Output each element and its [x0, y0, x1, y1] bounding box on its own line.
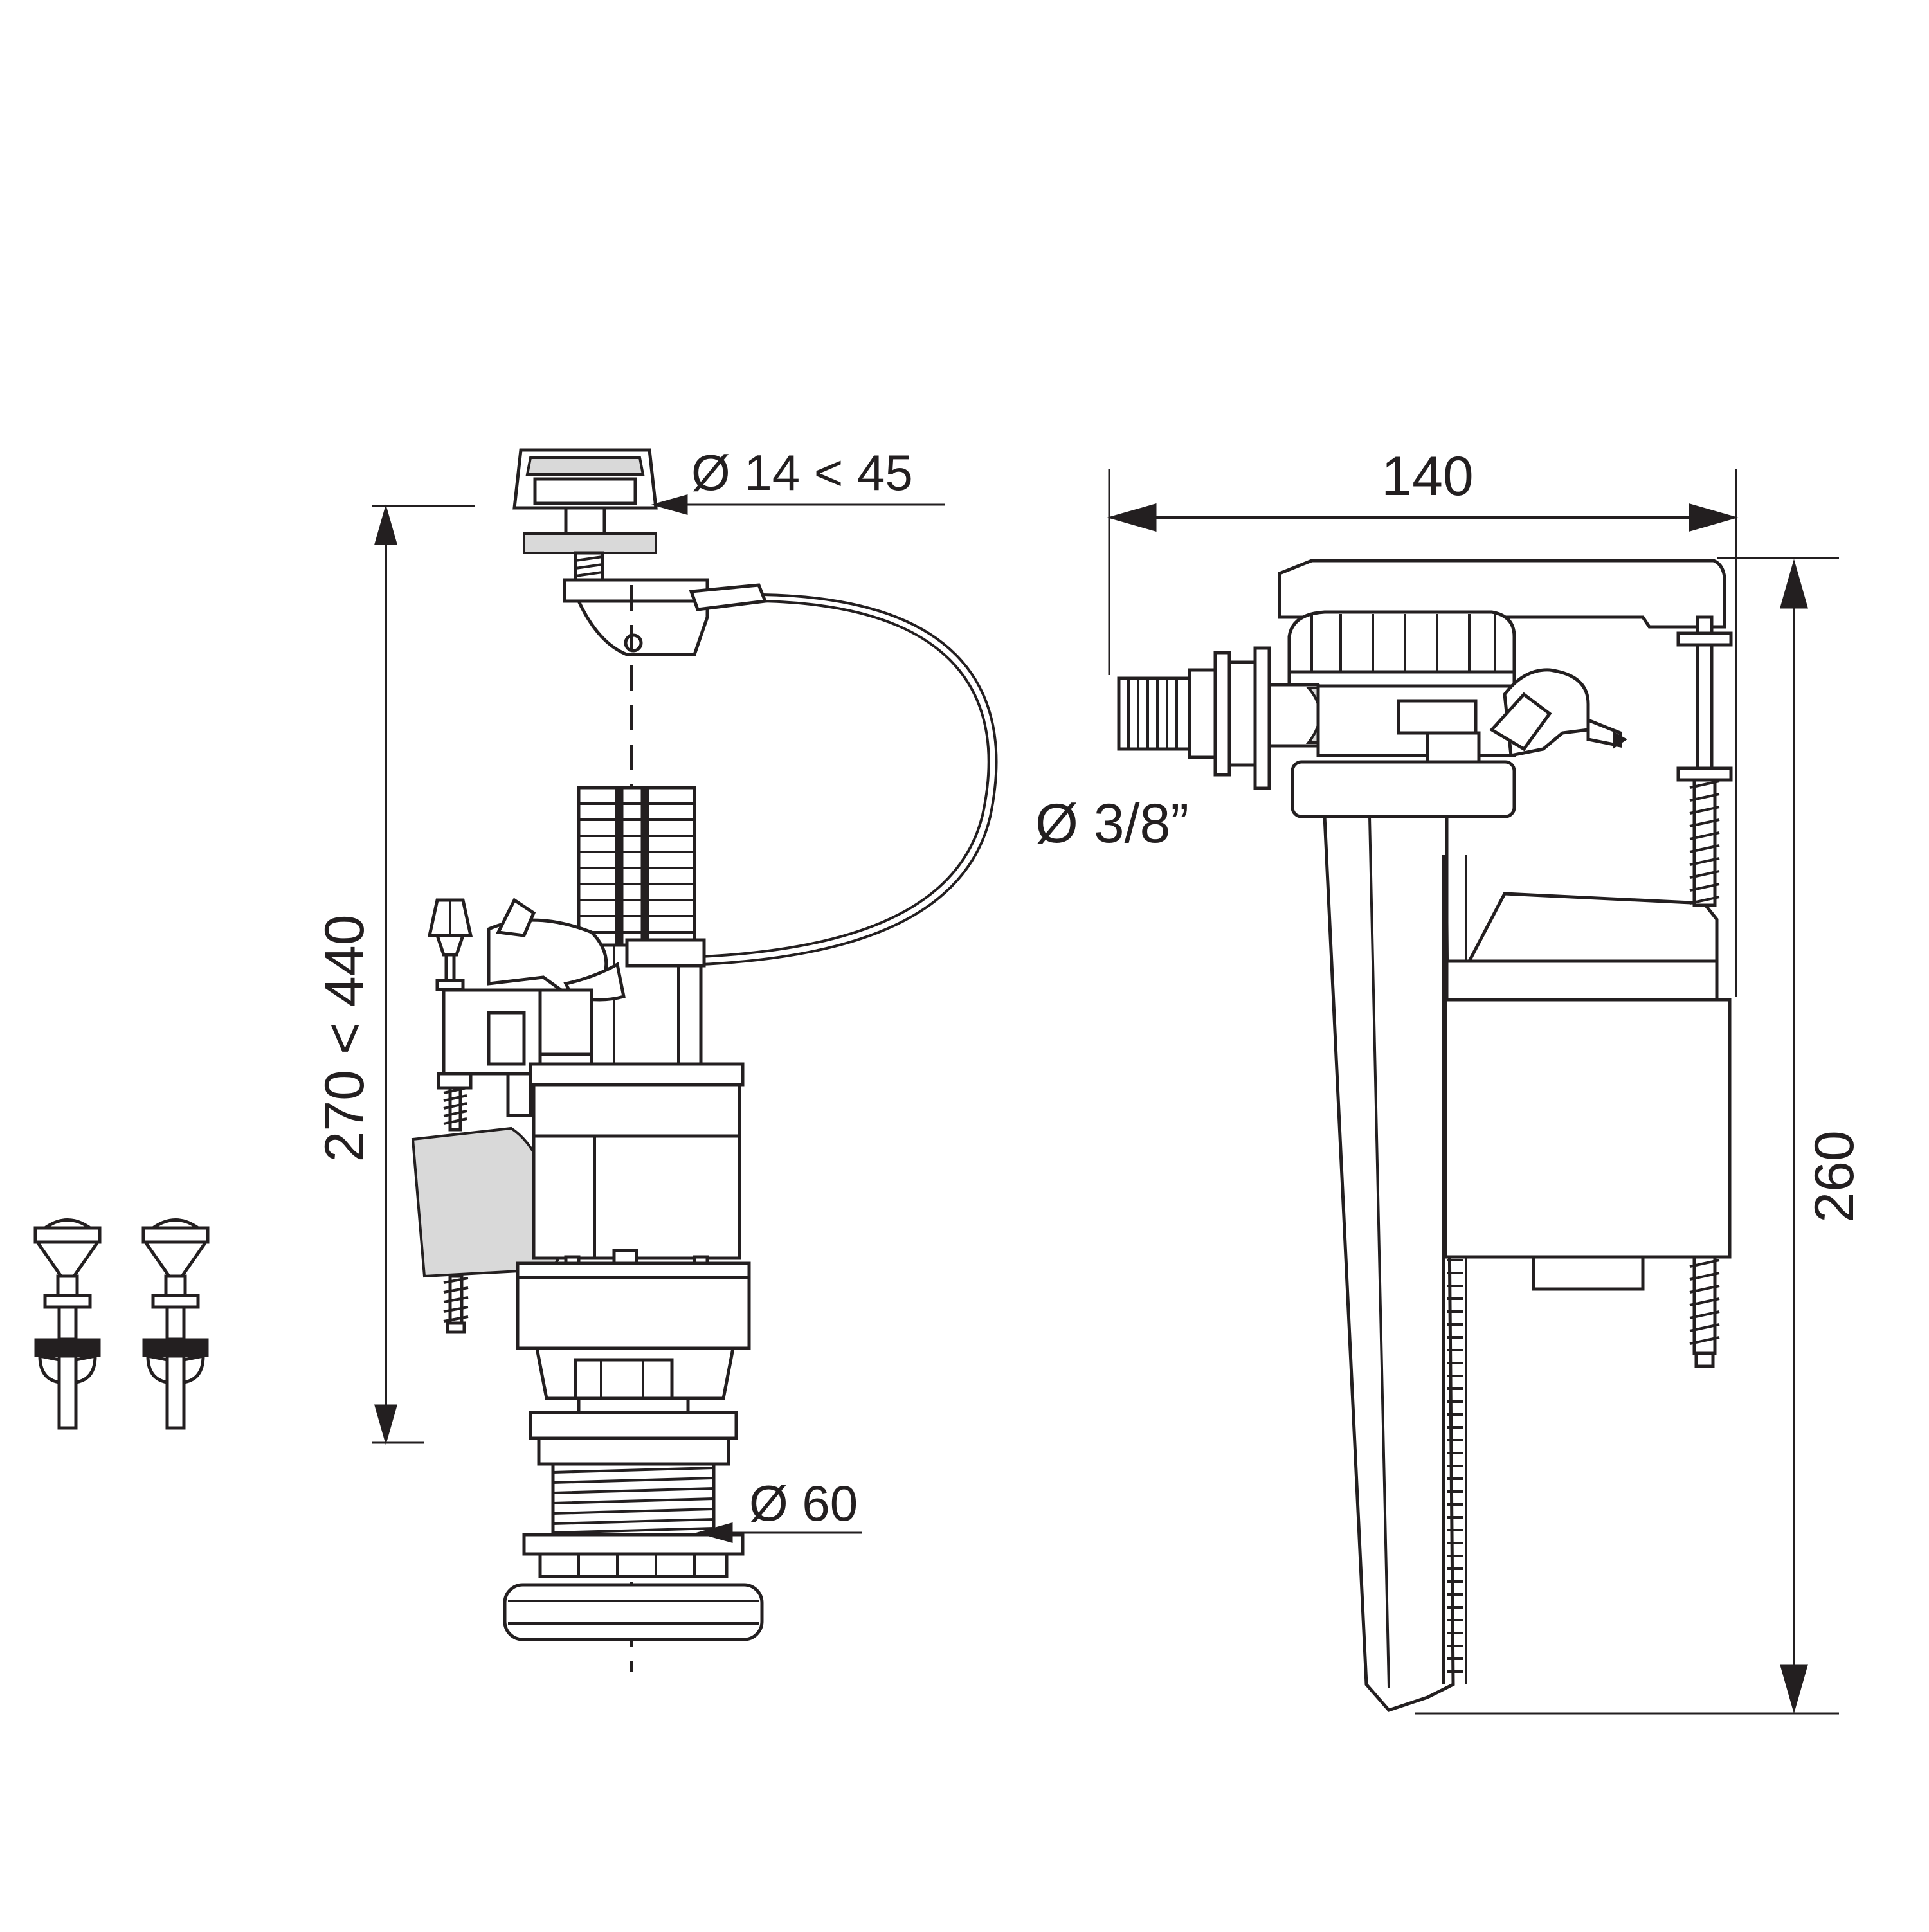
valve-arm: [1278, 559, 1726, 629]
valve-cap: [1287, 610, 1516, 688]
valve-lever: [1489, 668, 1627, 757]
height-adjuster-thread: [437, 1072, 532, 1132]
fixing-bolt-right: [141, 1218, 210, 1430]
lower-adjuster-thread: [443, 1274, 469, 1334]
fill-valve: [1117, 559, 1733, 1712]
overflow-cage: [577, 786, 696, 950]
outlet-dimension: [696, 1522, 862, 1543]
float-cup: [1444, 892, 1732, 1291]
fill-valve-height-dimension: [1415, 557, 1839, 1715]
fill-valve-width-label: 140: [1381, 446, 1474, 507]
button-thread: [574, 551, 604, 582]
outlet-diameter-label: Ø 60: [749, 1475, 858, 1531]
threaded-rod: [1676, 615, 1733, 1368]
flush-valve-height-label: 270 < 440: [314, 915, 376, 1162]
adjustment-knob: [427, 898, 473, 991]
cable: [700, 593, 998, 966]
flush-valve: [411, 786, 764, 1641]
fixing-bolt-left: [33, 1218, 102, 1430]
push-button: [512, 448, 768, 656]
push-button-diameter-label: Ø 14 < 45: [691, 444, 913, 501]
valve-tube: [1323, 815, 1455, 1712]
outlet-thread: [551, 1462, 716, 1537]
flush-valve-height-dimension: [372, 504, 475, 1445]
push-button-dimension: [651, 494, 945, 515]
fill-valve-height-label: 260: [1804, 1130, 1865, 1223]
inlet-thread-label: Ø 3/8”: [1035, 793, 1189, 854]
